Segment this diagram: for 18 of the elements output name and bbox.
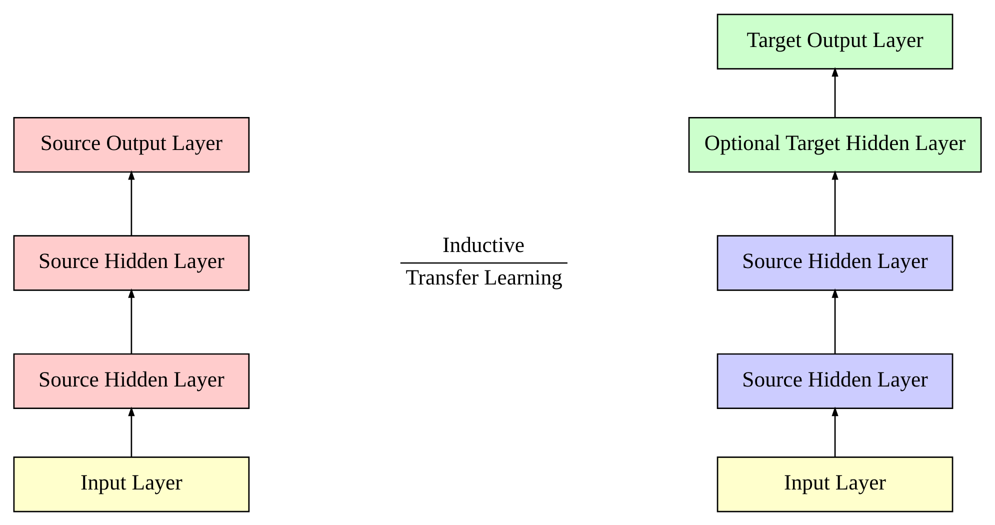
node-box: Source Hidden Layer [13, 234, 250, 290]
node-box: Input Layer [13, 456, 250, 512]
arrow [832, 406, 838, 457]
node-box: Optional Target Hidden Layer [688, 116, 982, 172]
arrow [832, 288, 838, 354]
arrow [128, 406, 135, 457]
label: Inductive [442, 232, 525, 256]
node-box: Input Layer [716, 456, 954, 512]
arrow [128, 170, 135, 235]
node-box: Source Hidden Layer [13, 352, 250, 409]
arrow [128, 288, 135, 354]
node-box: Source Output Layer [13, 116, 250, 172]
arrow [832, 170, 838, 235]
arrow [832, 66, 838, 118]
node-box: Source Hidden Layer [716, 234, 954, 290]
node-box: Target Output Layer [716, 13, 954, 69]
node-box: Source Hidden Layer [716, 352, 954, 409]
label: Transfer Learning [406, 264, 562, 289]
